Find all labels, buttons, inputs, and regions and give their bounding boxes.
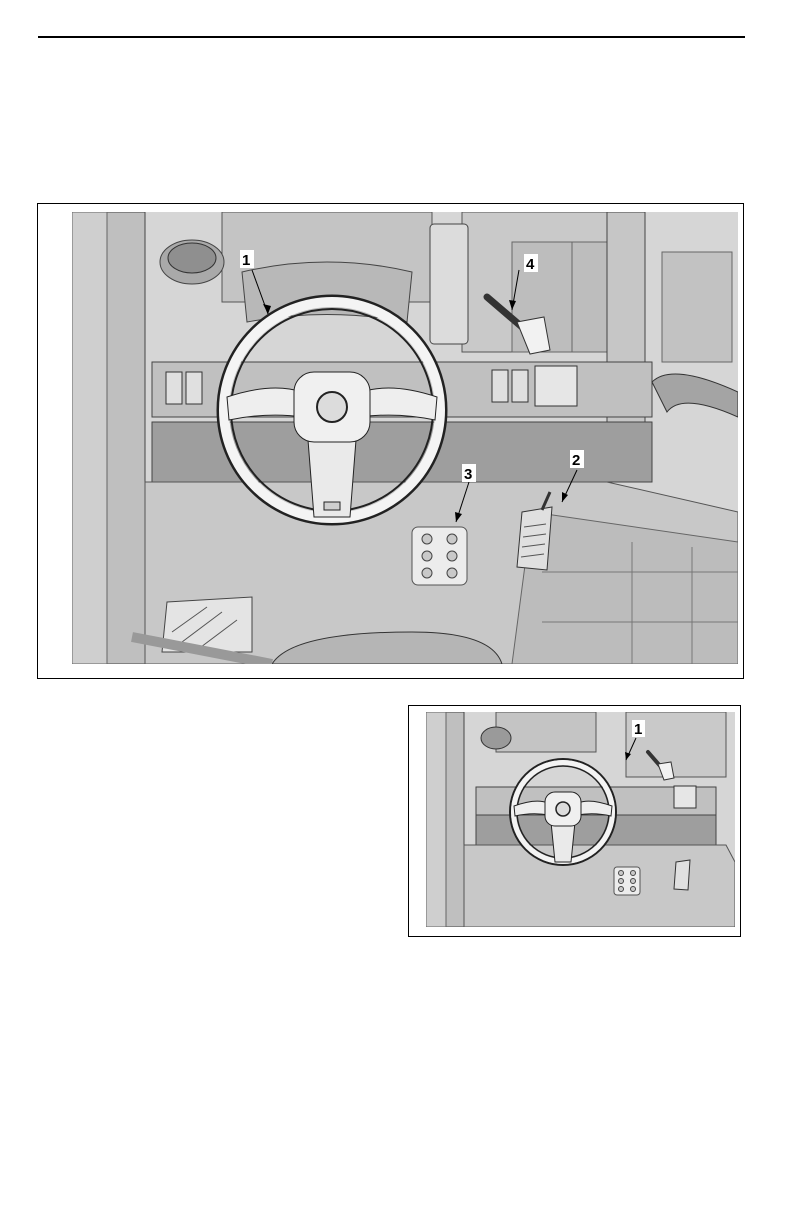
callout-1-label: 1 (242, 252, 250, 269)
callout-2: 2 (570, 450, 584, 469)
callout-2-label: 2 (572, 452, 580, 469)
callout-1: 1 (240, 250, 254, 269)
callout-3: 3 (462, 464, 476, 483)
callout-4-label: 4 (526, 256, 535, 273)
steering-detail-illustration: 1 (426, 712, 735, 927)
callout-3-label: 3 (464, 466, 472, 483)
callout-4: 4 (524, 254, 538, 273)
header-rule (38, 36, 745, 38)
main-figure: 1 4 3 2 (37, 203, 744, 679)
detail-callout-1: 1 (632, 720, 645, 738)
detail-callout-1-label: 1 (634, 721, 642, 738)
cockpit-illustration: 1 4 3 2 (72, 212, 738, 664)
steering-detail-figure: 1 (408, 705, 741, 937)
